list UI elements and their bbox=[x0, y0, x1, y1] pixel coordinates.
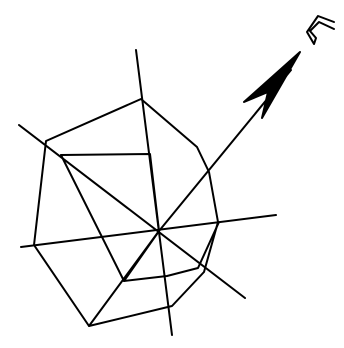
hook-icon bbox=[307, 16, 334, 44]
web-radial-line bbox=[136, 50, 172, 335]
web-radial-line bbox=[21, 215, 276, 247]
spider-web bbox=[19, 50, 276, 335]
arrow bbox=[159, 52, 300, 231]
web-radial-line bbox=[61, 155, 124, 281]
web-outer-ring bbox=[34, 99, 218, 326]
arrow-head-icon bbox=[244, 52, 300, 118]
